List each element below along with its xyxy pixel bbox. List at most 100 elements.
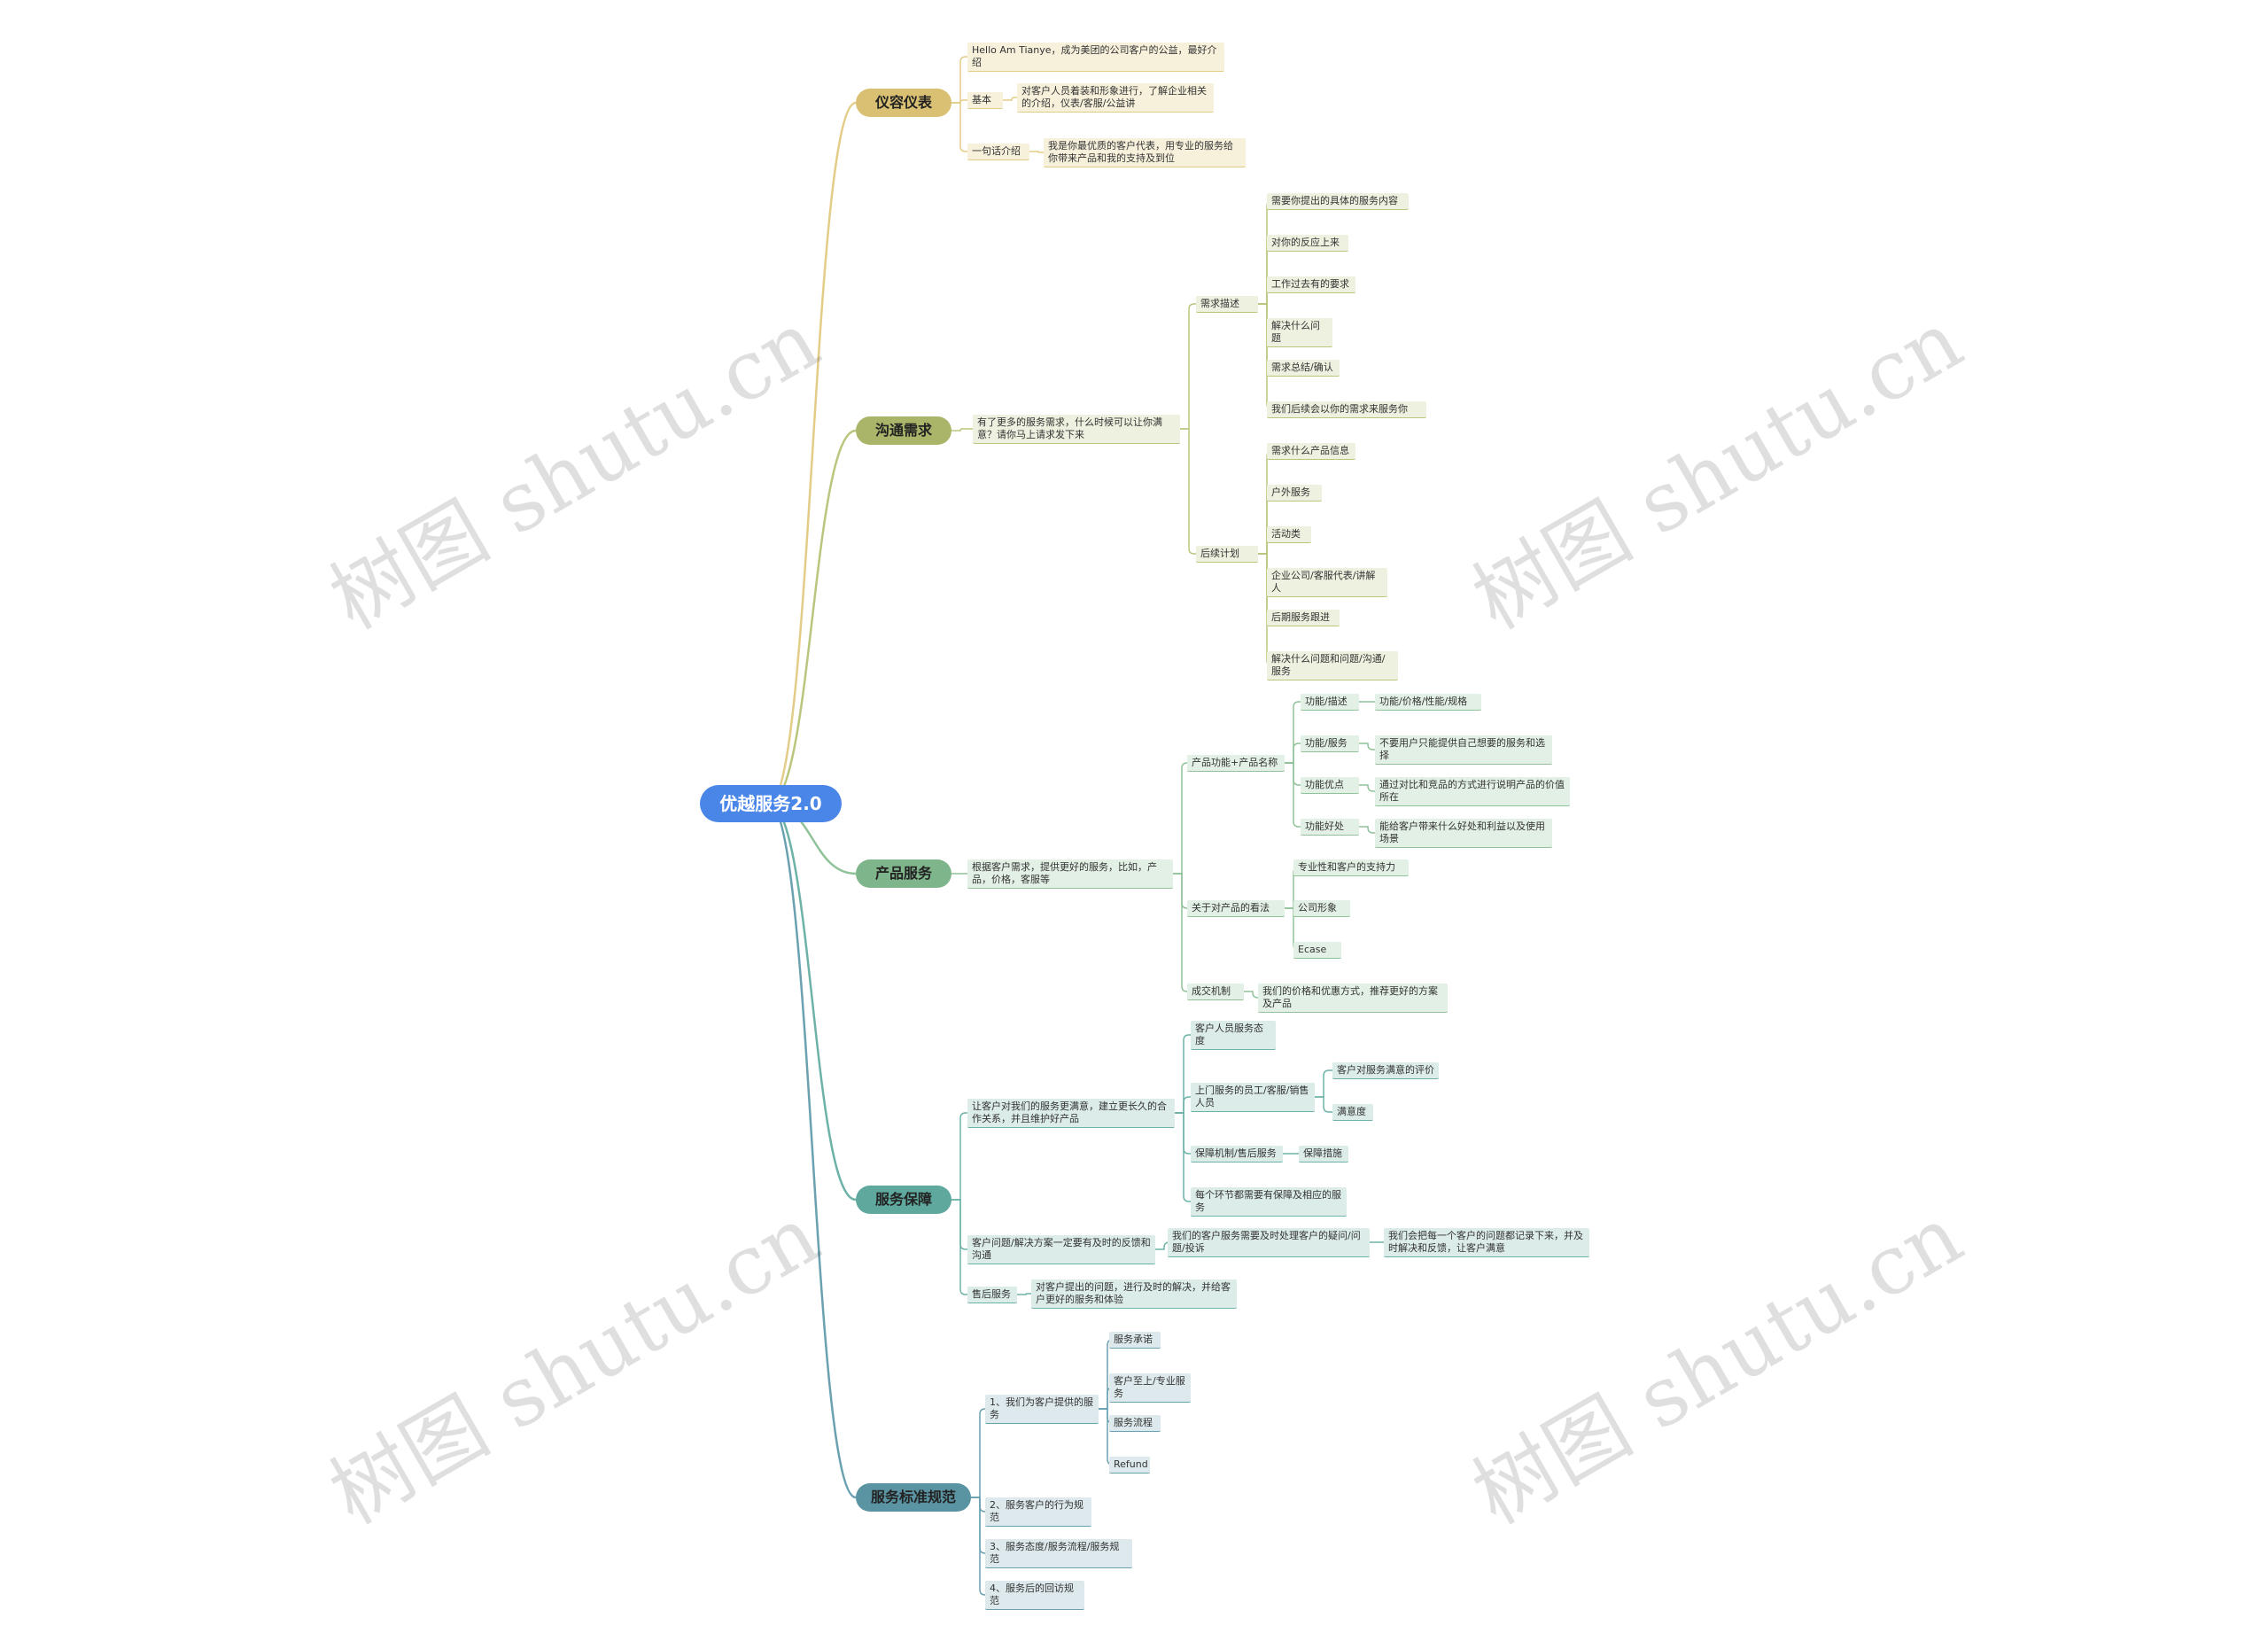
leaf-feature-service-detail[interactable]: 不要用户只能提供自己想要的服务和选择 <box>1375 735 1552 765</box>
leaf-product-main[interactable]: 根据客户需求，提供更好的服务，比如，产品，价格，客服等 <box>967 859 1173 889</box>
leaf-feature-advantage[interactable]: 功能优点 <box>1301 777 1359 794</box>
branch-node-product[interactable]: 产品服务 <box>856 859 951 888</box>
connector-line <box>971 1497 986 1554</box>
leaf-guarantee-mech[interactable]: 保障机制/售后服务 <box>1191 1146 1283 1163</box>
leaf-basic-detail[interactable]: 对客户人员着装和形象进行，了解企业相关的介绍，仪表/客服/公益讲 <box>1017 83 1214 113</box>
leaf-standard-1-b[interactable]: 客户至上/专业服务 <box>1109 1373 1191 1403</box>
leaf-view-1[interactable]: 专业性和客户的支持力 <box>1293 859 1409 876</box>
leaf-staff-2[interactable]: 满意度 <box>1332 1104 1373 1121</box>
connector-line <box>1003 97 1017 101</box>
leaf-guarantee-main[interactable]: 让客户对我们的服务更满意，建立更长久的合作关系，并且维护好产品 <box>967 1099 1175 1128</box>
leaf-feature-desc[interactable]: 功能/描述 <box>1301 694 1359 711</box>
connector-line <box>971 1497 986 1512</box>
branch-node-guarantee[interactable]: 服务保障 <box>856 1186 951 1214</box>
connector-line <box>951 1199 967 1250</box>
connector-line <box>1258 492 1273 555</box>
leaf-feature-advantage-detail[interactable]: 通过对比和竞品的方式进行说明产品的价值所在 <box>1375 777 1570 806</box>
leaf-needs-desc-2[interactable]: 对你的反应上来 <box>1267 235 1348 252</box>
leaf-staff-1[interactable]: 客户对服务满意的评价 <box>1332 1062 1439 1079</box>
connector-line <box>1175 1112 1191 1202</box>
branch-node-needs[interactable]: 沟通需求 <box>856 416 951 445</box>
connector-line <box>1285 743 1301 764</box>
connector-line <box>1359 784 1375 792</box>
leaf-guarantee-after[interactable]: 售后服务 <box>967 1287 1017 1303</box>
leaf-standard-3[interactable]: 3、服务态度/服务流程/服务规范 <box>985 1539 1132 1568</box>
connector-line <box>1175 1112 1191 1155</box>
leaf-needs-plan[interactable]: 后续计划 <box>1196 546 1258 563</box>
leaf-needs-desc-1[interactable]: 需要你提出的具体的服务内容 <box>1267 193 1409 210</box>
leaf-standard-2[interactable]: 2、服务客户的行为规范 <box>985 1497 1091 1527</box>
connector-line <box>1175 1034 1191 1114</box>
leaf-product-feature[interactable]: 产品功能+产品名称 <box>1187 755 1285 772</box>
leaf-standard-1-a[interactable]: 服务承诺 <box>1109 1332 1161 1349</box>
leaf-needs-plan-6[interactable]: 解决什么问题和问题/沟通/服务 <box>1267 651 1398 680</box>
leaf-needs-desc-4[interactable]: 解决什么问题 <box>1267 318 1332 347</box>
connector-line <box>1285 701 1301 764</box>
connector-line <box>1359 743 1375 750</box>
connector-line <box>1173 762 1188 875</box>
connector-line <box>951 102 967 152</box>
leaf-needs-main[interactable]: 有了更多的服务需求，什么时候可以让你满意？请你马上请求发下来 <box>973 415 1180 444</box>
leaf-view-3[interactable]: Ecase <box>1293 942 1341 959</box>
connector-line <box>951 1199 967 1295</box>
leaf-one-line-detail[interactable]: 我是你最优质的客户代表，用专业的服务给你带来产品和我的支持及到位 <box>1044 138 1246 167</box>
connector-line <box>951 56 967 104</box>
connector-line <box>1175 1096 1191 1114</box>
leaf-standard-1-c[interactable]: 服务流程 <box>1109 1415 1161 1432</box>
connector-line <box>1017 1293 1031 1295</box>
leaf-feature-desc-detail[interactable]: 功能/价格/性能/规格 <box>1375 694 1481 711</box>
leaf-needs-plan-3[interactable]: 活动类 <box>1267 526 1311 543</box>
connector-line <box>1244 991 1259 999</box>
branch-node-standards[interactable]: 服务标准规范 <box>856 1483 971 1512</box>
leaf-needs-desc-5[interactable]: 需求总结/确认 <box>1267 360 1340 377</box>
connector-line <box>971 1497 986 1596</box>
leaf-intro[interactable]: Hello Am Tianye，成为美团的公司客户的公益，最好介绍 <box>967 43 1224 72</box>
leaf-guarantee-feedback[interactable]: 客户问题/解决方案一定要有及时的反馈和沟通 <box>967 1235 1155 1264</box>
leaf-needs-plan-5[interactable]: 后期服务跟进 <box>1267 610 1340 626</box>
leaf-one-line[interactable]: 一句话介绍 <box>967 144 1029 160</box>
leaf-feature-benefit[interactable]: 功能好处 <box>1301 819 1359 836</box>
leaf-needs-plan-2[interactable]: 户外服务 <box>1267 485 1322 502</box>
connector-line <box>1315 1069 1332 1098</box>
leaf-product-view[interactable]: 关于对产品的看法 <box>1187 900 1285 917</box>
connector-line <box>1315 1096 1332 1113</box>
connector-line <box>951 1112 967 1201</box>
leaf-deal-detail[interactable]: 我们的价格和优惠方式，推荐更好的方案及产品 <box>1258 984 1448 1013</box>
connector-line <box>1285 762 1301 828</box>
connector-line <box>1359 826 1375 834</box>
leaf-feature-service[interactable]: 功能/服务 <box>1301 735 1359 752</box>
connector-line <box>768 802 857 1499</box>
leaf-basic[interactable]: 基本 <box>967 92 1003 109</box>
leaf-needs-plan-1[interactable]: 需求什么产品信息 <box>1267 443 1355 460</box>
leaf-view-2[interactable]: 公司形象 <box>1293 900 1350 917</box>
leaf-guarantee-attitude[interactable]: 客户人员服务态度 <box>1191 1021 1276 1050</box>
leaf-standard-4[interactable]: 4、服务后的回访规范 <box>985 1581 1084 1610</box>
connector-line <box>1173 873 1188 909</box>
leaf-guarantee-each[interactable]: 每个环节都需要有保障及相应的服务 <box>1191 1187 1347 1217</box>
leaf-needs-desc[interactable]: 需求描述 <box>1196 296 1258 313</box>
leaf-standard-1-d[interactable]: Refund <box>1109 1457 1150 1474</box>
leaf-feedback-detail[interactable]: 我们的客户服务需要及时处理客户的疑问/问题/投诉 <box>1168 1228 1370 1257</box>
connector-line <box>1180 428 1196 555</box>
connector-line <box>1285 762 1301 786</box>
connector-line <box>768 429 857 805</box>
leaf-guarantee-staff[interactable]: 上门服务的员工/客服/销售人员 <box>1191 1083 1315 1112</box>
connector-line <box>1258 242 1273 305</box>
leaf-mech-1[interactable]: 保障措施 <box>1299 1146 1348 1163</box>
root-node[interactable]: 优越服务2.0 <box>700 785 842 822</box>
connector-line <box>1173 873 1188 992</box>
connector-line <box>971 1408 986 1498</box>
connector-line <box>1180 303 1196 430</box>
leaf-standard-1[interactable]: 1、我们为客户提供的服务 <box>985 1395 1099 1424</box>
branch-node-appearance[interactable]: 仪容仪表 <box>856 89 951 117</box>
leaf-needs-plan-4[interactable]: 企业公司/客服代表/讲解人 <box>1267 568 1387 597</box>
leaf-needs-desc-3[interactable]: 工作过去有的要求 <box>1267 276 1355 293</box>
leaf-product-deal[interactable]: 成交机制 <box>1187 984 1244 1000</box>
leaf-needs-desc-6[interactable]: 我们后续会以你的需求来服务你 <box>1267 401 1426 418</box>
leaf-feature-benefit-detail[interactable]: 能给客户带来什么好处和利益以及使用场景 <box>1375 819 1552 848</box>
leaf-feedback-detail-2[interactable]: 我们会把每一个客户的问题都记录下来，并及时解决和反馈，让客户满意 <box>1384 1228 1589 1257</box>
leaf-after-detail[interactable]: 对客户提出的问题，进行及时的解决，并给客户更好的服务和体验 <box>1031 1279 1237 1309</box>
connector-line <box>768 802 857 1201</box>
connector-line <box>768 101 857 805</box>
